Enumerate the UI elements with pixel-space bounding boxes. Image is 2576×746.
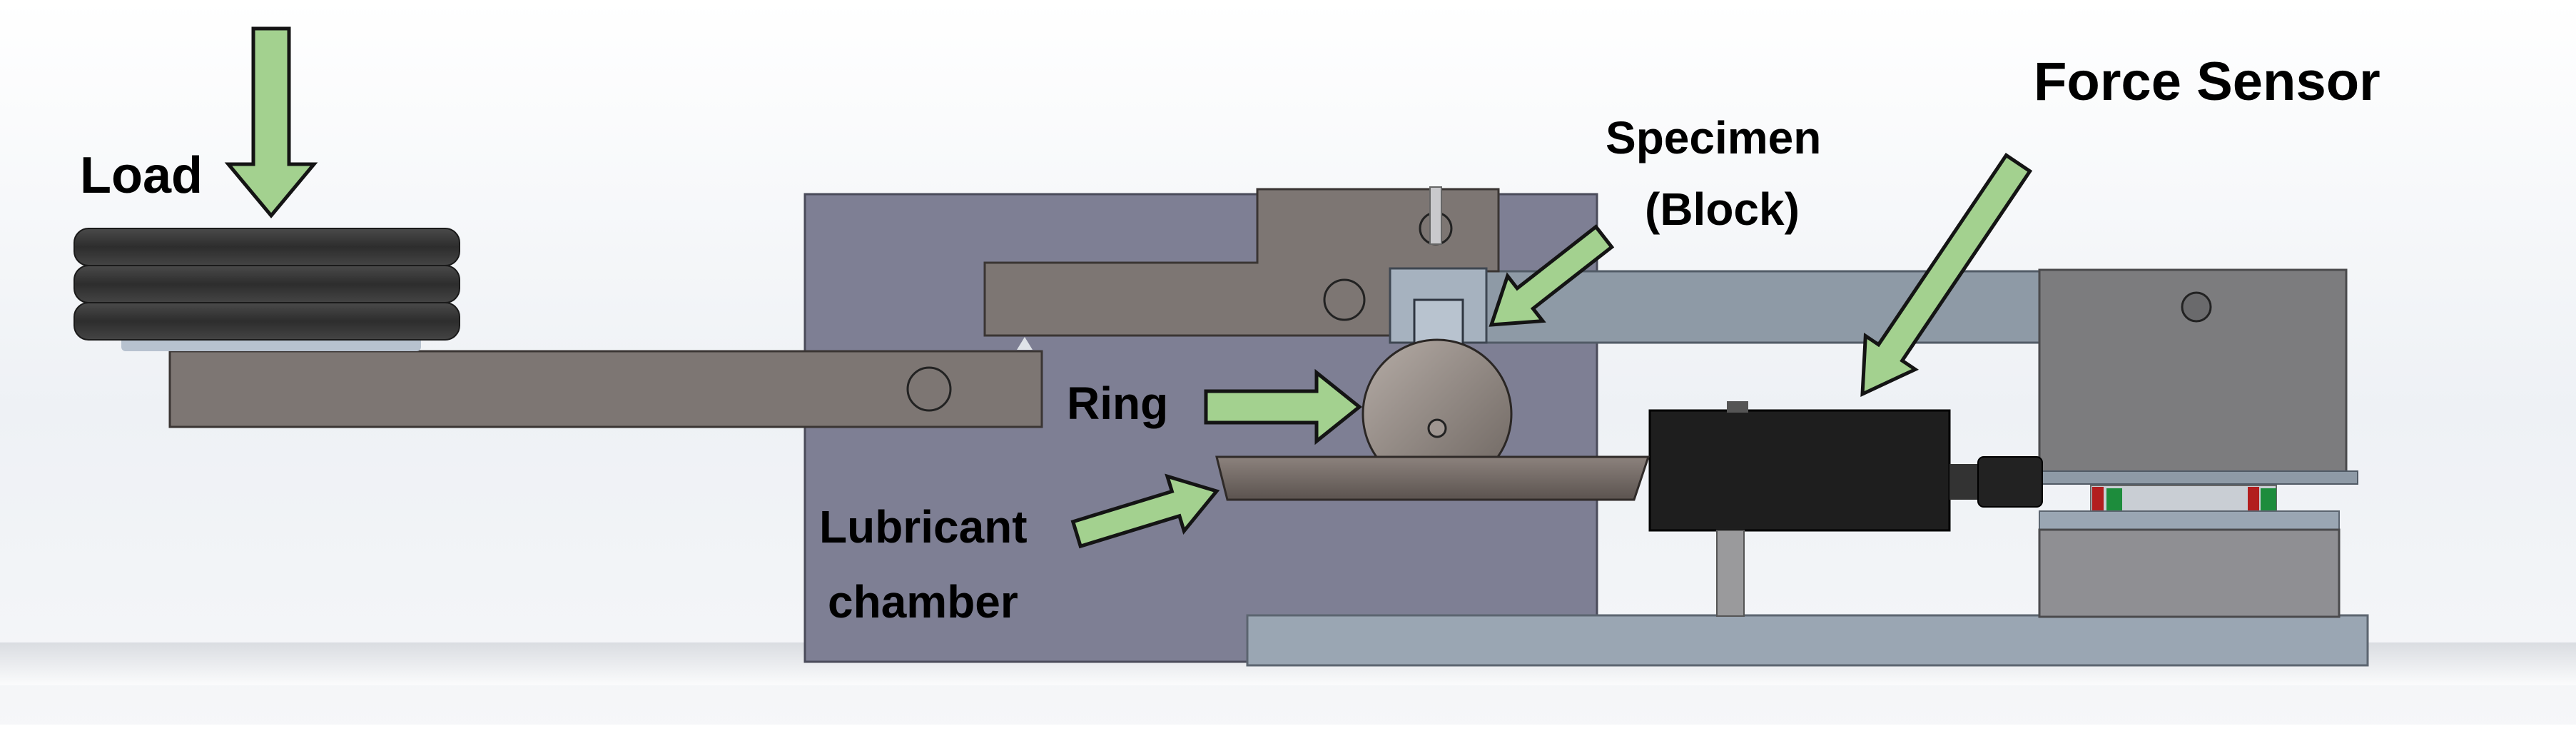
bottom-border: [0, 725, 2576, 742]
sensor-cable-port: [1727, 401, 1748, 413]
specimen-arrow-icon: [1489, 224, 1615, 327]
lubricant-label-line1: Lubricant: [819, 501, 1028, 553]
force-sensor-body: [1648, 409, 1951, 532]
upper-lever-pivot-icon: [1323, 278, 1366, 321]
slide-support-block: [2038, 528, 2341, 618]
housing-rail: [2039, 470, 2358, 485]
main-lever-arm: [168, 350, 1043, 428]
lubricant-arrow-icon: [1070, 473, 1220, 549]
lubricant-label-line2: chamber: [828, 576, 1018, 627]
ring-axle-icon: [1427, 418, 1447, 438]
pivot-knife-edge: [1017, 337, 1033, 350]
load-label: Load: [80, 147, 203, 204]
sensor-coupler: [1977, 456, 2043, 508]
load-arrow-icon: [224, 26, 318, 218]
ring-arrow-icon: [1204, 368, 1363, 445]
specimen-label-line2: (Block): [1645, 183, 1800, 235]
force-sensor-label: Force Sensor: [2034, 51, 2380, 112]
slide-rail: [2039, 510, 2340, 530]
load-weight-2: [73, 265, 460, 303]
sensor-shaft: [1949, 464, 1978, 500]
main-lever-pivot-icon: [906, 366, 952, 412]
sensor-post: [1716, 530, 1745, 617]
base-plate: [1246, 614, 2369, 667]
lubricant-chamber: [1215, 455, 1650, 501]
housing-bolt-icon: [2181, 291, 2212, 323]
ring-label: Ring: [1067, 378, 1168, 429]
load-weight-1: [73, 228, 460, 266]
force-sensor-arrow-icon: [1860, 153, 2033, 398]
specimen-label-line1: Specimen: [1606, 112, 1821, 163]
load-weight-3: [73, 302, 460, 341]
loading-pin: [1429, 186, 1442, 245]
